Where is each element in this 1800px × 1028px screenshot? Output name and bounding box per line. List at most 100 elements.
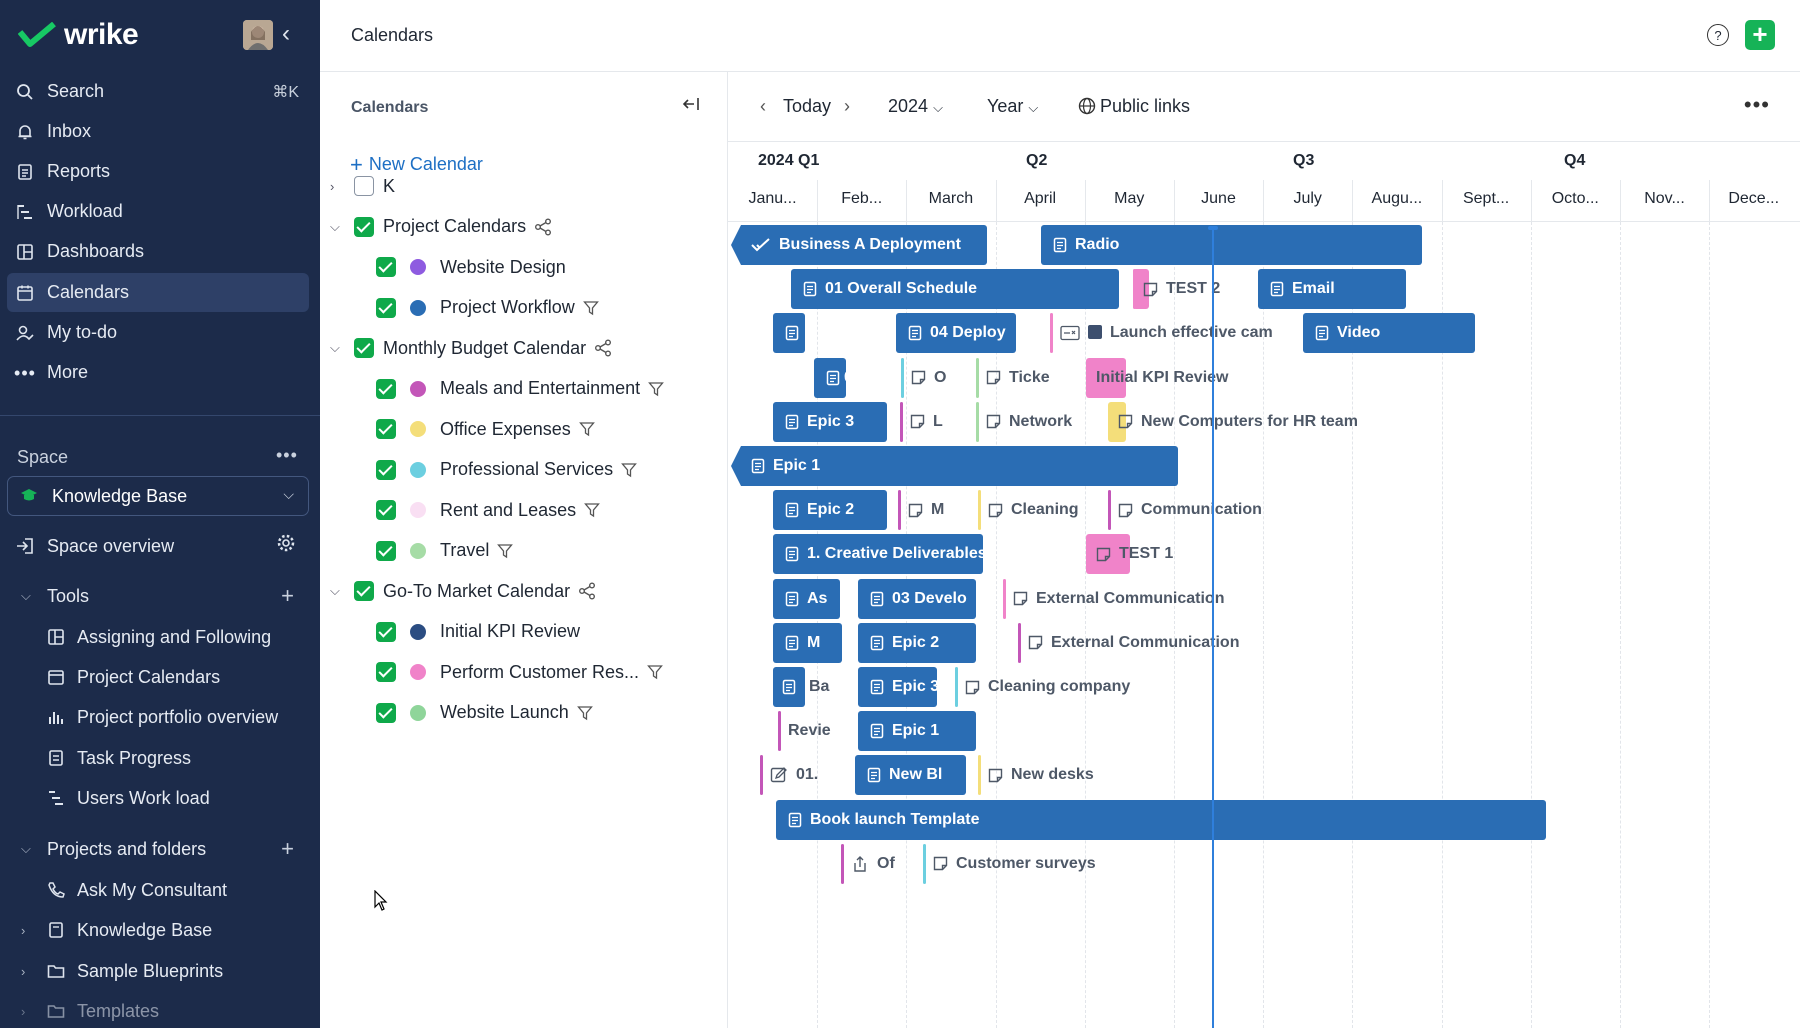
filter-icon[interactable] [578,421,595,437]
year-selector[interactable]: 2024 ⌵ [888,96,943,116]
filter-icon[interactable] [576,705,593,721]
timeline-task[interactable]: External Communication [1003,578,1224,619]
nav-dashboards[interactable]: Dashboards [7,232,309,271]
tool-users-workload[interactable]: Users Work load [0,779,320,817]
tool-project-calendars[interactable]: Project Calendars [0,658,320,696]
gear-icon[interactable] [276,533,296,559]
new-calendar-button[interactable]: +New Calendar [350,152,483,177]
nav-more[interactable]: ••• More [14,362,89,383]
timeline-bar[interactable]: Video [1303,313,1475,354]
timeline-task[interactable]: Cleaning company [955,667,1130,707]
calendar-item[interactable]: Meals and Entertainment [376,370,664,408]
timeline-bar[interactable]: Book launch Template [776,799,1546,840]
share-icon[interactable] [534,218,552,236]
timeline-bar[interactable]: Radio [1041,225,1422,265]
calendar-group[interactable]: ⌵Monthly Budget Calendar [330,329,612,367]
public-links-button[interactable]: Public links [1078,96,1190,117]
nav-calendars[interactable]: Calendars [7,273,309,312]
calendar-group[interactable]: ⌵Project Calendars [330,208,552,246]
filter-icon[interactable] [621,462,637,478]
timeline-task[interactable]: TEST 1 [1086,534,1173,574]
timeline-bar[interactable]: Epic 1 [858,711,976,752]
add-project-icon[interactable]: + [281,836,294,861]
calendar-item[interactable]: Project Workflow [376,289,599,327]
timeline-task[interactable]: Network [976,401,1072,442]
prev-period-icon[interactable]: ‹ [760,96,766,116]
timeline-bar[interactable]: As [773,578,840,619]
chevron-down-icon[interactable]: ⌵ [330,340,340,355]
calendar-checkbox[interactable] [354,176,374,196]
timeline-bar[interactable]: New Bl [855,755,966,796]
calendar-checkbox[interactable] [376,621,396,642]
timeline-task[interactable]: External Communication [1018,622,1239,663]
project-sample-blueprints[interactable]: › Sample Blueprints [21,960,224,981]
space-overview[interactable]: Space overview [0,527,320,565]
timeline-task[interactable]: New Computers for HR team [1108,402,1358,442]
add-tool-icon[interactable]: + [281,583,294,608]
collapse-panel-icon[interactable] [682,96,700,117]
timeline-task[interactable]: Of [841,843,895,884]
next-period-icon[interactable]: › [844,96,850,116]
timeline-bar[interactable]: M [773,622,842,663]
calendar-checkbox[interactable] [376,500,396,520]
timeline-task[interactable]: 01. [760,755,818,796]
filter-icon[interactable] [497,543,514,559]
timeline-bar[interactable]: 04 Deploy [896,313,1016,354]
timeline-task[interactable]: 02 [814,357,868,398]
chevron-down-icon[interactable]: ⌵ [330,218,340,234]
timeline-task[interactable]: Ticke [976,357,1050,398]
calendar-item[interactable]: Website Launch [376,694,593,732]
filter-icon[interactable] [647,664,663,680]
chevron-right-icon[interactable]: › [21,922,26,938]
chevron-right-icon[interactable]: › [21,963,26,979]
calendar-item[interactable]: Initial KPI Review [376,613,580,651]
calendar-checkbox[interactable] [354,338,374,358]
space-selector[interactable]: Knowledge Base ⌵ [7,476,309,516]
timeline-task[interactable]: Cleaning [978,490,1079,531]
calendar-item[interactable]: Travel [376,532,514,570]
project-knowledge-base[interactable]: › Knowledge Base [21,919,213,940]
tools-section[interactable]: ⌵ Tools + [21,583,294,608]
calendar-item[interactable]: Office Expenses [376,410,595,448]
timeline-bar[interactable]: Epic 3 [773,401,887,442]
timeline-bar[interactable]: Epic 3 [858,667,937,707]
timeline-bar[interactable] [814,357,846,398]
space-more-icon[interactable]: ••• [276,445,298,465]
tool-task-progress[interactable]: Task Progress [0,739,320,777]
calendar-group[interactable]: ›K [330,167,395,205]
nav-search[interactable]: Search ⌘K [7,72,309,111]
add-button[interactable]: + [1745,20,1775,50]
timeline-task[interactable]: Initial KPI Review [1086,358,1228,398]
timeline-task[interactable]: M [898,490,944,531]
timeline-task[interactable]: O [901,357,946,398]
help-icon[interactable]: ? [1707,24,1729,46]
timeline-bar[interactable]: Business A Deployment [731,225,987,265]
timeline-task[interactable]: New desks [978,755,1094,796]
chevron-right-icon[interactable]: › [21,1003,26,1019]
avatar[interactable] [243,20,273,50]
timeline-task[interactable]: Communication [1108,490,1262,531]
calendar-item[interactable]: Rent and Leases [376,491,600,529]
calendar-item[interactable]: Professional Services [376,451,637,489]
chevron-right-icon[interactable]: › [330,178,335,194]
calendar-checkbox[interactable] [376,540,396,561]
timeline-bar[interactable]: 1. Creative Deliverables (Mar [773,534,983,575]
filter-icon[interactable] [582,300,599,316]
timeline-bar[interactable]: 01 Initia [773,313,805,354]
timeline-bar[interactable]: 03 Develo [858,578,976,619]
calendar-checkbox[interactable] [376,297,396,318]
timeline-bar[interactable]: Email [1258,269,1406,310]
today-button[interactable]: Today [783,96,832,116]
calendar-item[interactable]: Perform Customer Res... [376,653,663,691]
share-icon[interactable] [578,582,596,600]
collapse-sidebar-icon[interactable]: ‹ [282,20,290,47]
timeline-bar[interactable]: 01 Overall Schedule [791,269,1119,310]
timeline-task[interactable]: Launch effective cam [1050,313,1273,354]
filter-icon[interactable] [584,502,600,518]
calendar-checkbox[interactable] [376,702,396,723]
nav-workload[interactable]: Workload [7,192,309,231]
timeline-bar[interactable] [773,667,805,707]
timeline-bar[interactable]: Epic 1 [731,446,1178,486]
calendar-checkbox[interactable] [376,257,396,277]
calendar-checkbox[interactable] [376,459,396,480]
